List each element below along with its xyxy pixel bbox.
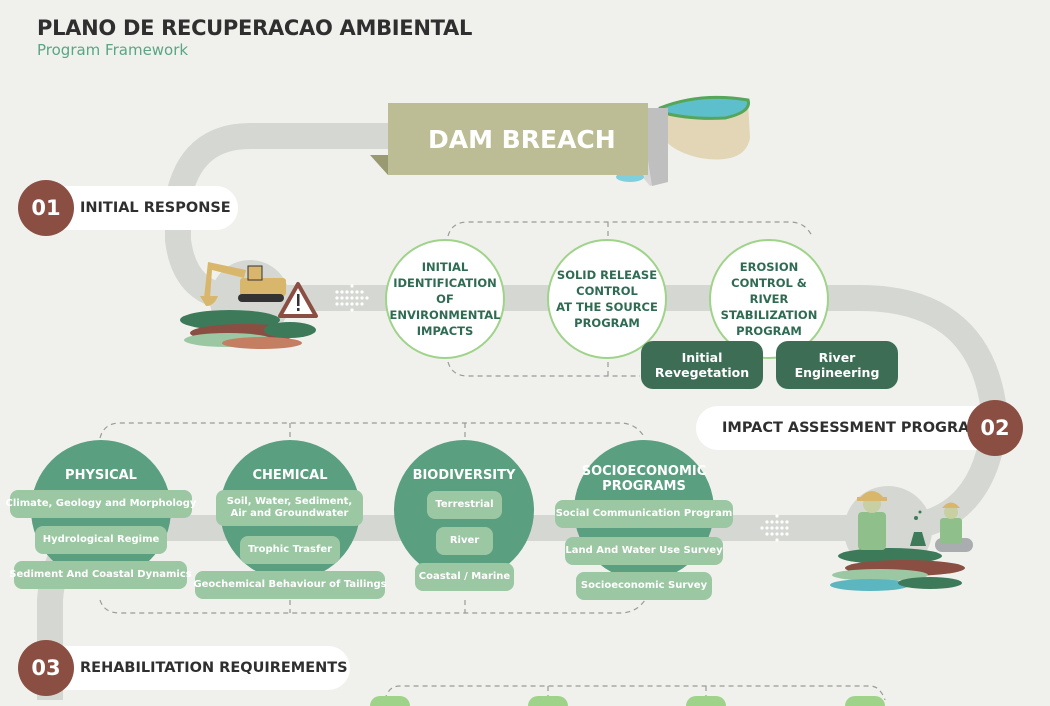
excavator-warning-icon [180, 260, 318, 349]
category-item[interactable]: Coastal / Marine [415, 563, 514, 591]
subprogram-river-engineering[interactable]: River Engineering [776, 341, 898, 389]
category-item[interactable]: Hydrological Regime [35, 526, 167, 554]
step-label: IMPACT ASSESSMENT PROGRAM [722, 420, 984, 436]
category-item[interactable]: Sediment And Coastal Dynamics [9, 561, 192, 589]
category-item[interactable]: Soil, Water, Sediment, Air and Groundwat… [216, 490, 363, 526]
dam-breach-banner: DAM BREACH [388, 103, 648, 175]
category-title: CHEMICAL [252, 468, 328, 483]
arrow-right-icon [335, 284, 369, 312]
category-item[interactable]: River [436, 527, 493, 555]
step-label: INITIAL RESPONSE [80, 200, 231, 216]
dam-breach-label: DAM BREACH [428, 124, 616, 154]
subprogram-initial-revegetation[interactable]: Initial Revegetation [641, 341, 763, 389]
category-item[interactable]: Land And Water Use Survey [565, 537, 723, 565]
category-item[interactable]: Trophic Trasfer [240, 536, 340, 564]
rehab-program-circle [370, 696, 410, 706]
category-title: BIODIVERSITY [412, 468, 516, 483]
step-impact-assessment[interactable]: IMPACT ASSESSMENT PROGRAM [696, 406, 1006, 450]
rehab-program-circle [845, 696, 885, 706]
rehab-program-circle [686, 696, 726, 706]
page-subtitle: Program Framework [37, 41, 189, 59]
category-title: PHYSICAL [65, 468, 137, 483]
step-rehabilitation-requirements[interactable]: REHABILITATION REQUIREMENTS [40, 646, 350, 690]
program-solid-release-control[interactable]: SOLID RELEASE CONTROL AT THE SOURCE PROG… [547, 239, 667, 359]
page-title: PLANO DE RECUPERACAO AMBIENTAL [37, 16, 473, 40]
step-number-badge: 02 [967, 400, 1023, 456]
step-label: REHABILITATION REQUIREMENTS [80, 660, 348, 676]
rehab-program-circle [528, 696, 568, 706]
step-number-badge: 03 [18, 640, 74, 696]
category-item[interactable]: Climate, Geology and Morphology [6, 490, 196, 518]
category-title: SOCIOECONOMIC PROGRAMS [581, 464, 707, 494]
program-erosion-control[interactable]: EROSION CONTROL & RIVER STABILIZATION PR… [709, 239, 829, 359]
step-number-badge: 01 [18, 180, 74, 236]
program-initial-identification[interactable]: INITIAL IDENTIFICATION OF ENVIRONMENTAL … [385, 239, 505, 359]
scientists-icon [830, 486, 973, 591]
arrow-left-icon [760, 514, 789, 542]
category-item[interactable]: Geochemical Behaviour of Tailings [193, 571, 387, 599]
step-initial-response[interactable]: INITIAL RESPONSE [40, 186, 238, 230]
category-item[interactable]: Socioeconomic Survey [576, 572, 712, 600]
category-item[interactable]: Social Communication Program [555, 500, 733, 528]
category-item[interactable]: Terrestrial [427, 491, 502, 519]
